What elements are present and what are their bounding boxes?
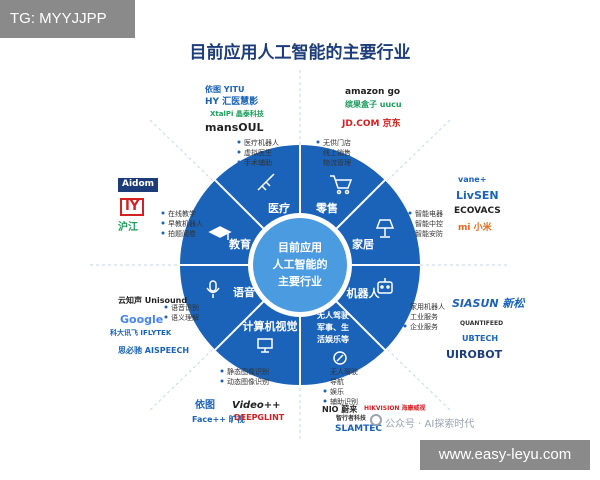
item-medical-3: 手术辅助 bbox=[244, 158, 272, 167]
items-education: 在线教学 早教机器人 拍题阅卷 bbox=[161, 209, 203, 238]
brand-faceplus: Face++ 旷视 bbox=[192, 415, 245, 424]
items-robot: 家用机器人 工业服务 企业服务 bbox=[403, 302, 445, 331]
segment-separators bbox=[180, 145, 420, 385]
brand-siasun: SIASUN 新松 bbox=[452, 297, 525, 310]
item-retail-1: 无供门店 bbox=[323, 138, 351, 147]
center-text-line-3: 主要行业 bbox=[278, 274, 322, 288]
center-text-line-2: 人工智能的 bbox=[273, 257, 328, 271]
brand-videoplus: Video++ bbox=[232, 400, 281, 411]
brand-iy: IY bbox=[120, 198, 145, 217]
brand-ecovacs: ECOVACS bbox=[454, 206, 501, 216]
item-autonomous-3: 娱乐 bbox=[330, 387, 344, 396]
item-retail-2: 线上销售 bbox=[323, 148, 351, 157]
item-education-3: 拍题阅卷 bbox=[168, 229, 196, 238]
brand-deepglint: DEEPGLINT bbox=[234, 413, 285, 422]
brand-idriverplus: 智行者科技 bbox=[336, 415, 367, 422]
brand-google: Google bbox=[120, 313, 164, 326]
item-home-3: 智能安防 bbox=[415, 229, 443, 238]
item-medical-2: 虚拟医生 bbox=[244, 148, 272, 157]
item-robot-3: 企业服务 bbox=[410, 322, 438, 331]
site-url-tag: www.easy-leyu.com bbox=[420, 440, 590, 470]
item-robot-2: 工业服务 bbox=[410, 312, 438, 321]
shopping-cart-icon bbox=[330, 175, 353, 195]
item-vision-1: 静态图像识别 bbox=[227, 367, 269, 376]
syringe-icon bbox=[257, 173, 275, 191]
item-home-2: 智能中控 bbox=[415, 219, 443, 228]
brand-xtalpi: XtalPi 晶泰科技 bbox=[210, 110, 264, 118]
item-autonomous-2: 导航 bbox=[330, 377, 344, 386]
item-autonomous-4: 辅助识别 bbox=[330, 397, 358, 406]
segment-separator bbox=[336, 179, 386, 229]
item-voice-1: 语音识别 bbox=[171, 303, 199, 312]
items-medical: 医疗机器人 虚拟医生 手术辅助 bbox=[237, 138, 279, 167]
center-text-line-1: 目前应用 bbox=[278, 240, 322, 254]
robot-icon bbox=[377, 278, 393, 294]
brand-nio: NIO 蔚来 bbox=[322, 405, 358, 414]
segment-separator bbox=[214, 301, 264, 351]
brand-aidom: Aidom bbox=[118, 178, 159, 192]
item-autonomous-1: 无人驾驶 bbox=[330, 367, 358, 376]
sector-label-robot: 机器人 bbox=[347, 286, 381, 300]
item-medical-1: 医疗机器人 bbox=[244, 138, 279, 147]
page-title: 目前应用人工智能的主要行业 bbox=[189, 43, 411, 63]
items-vision: 静态图像识别 动态图像识别 bbox=[220, 367, 269, 386]
segment-separator bbox=[214, 179, 264, 229]
items-autonomous: 无人驾驶 导航 娱乐 辅助识别 bbox=[323, 367, 358, 406]
brand-amazon-go: amazon go bbox=[345, 87, 401, 97]
brand-livsen: LivSEN bbox=[456, 189, 499, 202]
sector-label-home: 家居 bbox=[352, 237, 374, 251]
sector-label-autonomous-line-3: 活娱乐等 bbox=[317, 334, 349, 344]
items-home: 智能电器 智能中控 智能安防 bbox=[408, 209, 443, 238]
graduation-cap-icon bbox=[208, 226, 232, 240]
item-education-1: 在线教学 bbox=[168, 209, 196, 218]
items-voice: 语音识别 语义理解 bbox=[164, 303, 199, 322]
brand-ubtech: UBTECH bbox=[462, 334, 499, 343]
sector-label-voice: 语音 bbox=[233, 285, 255, 299]
brand-jd: JD.COM 京东 bbox=[342, 119, 401, 129]
item-voice-2: 语义理解 bbox=[171, 313, 199, 322]
microphone-icon bbox=[206, 280, 220, 298]
brand-unisound: 云知声 Unisound bbox=[118, 296, 188, 305]
brand-aispeech: 思必驰 AISPEECH bbox=[118, 346, 190, 355]
sector-label-autonomous-line-2: 军事、生 bbox=[317, 322, 349, 332]
sector-label-autonomous-line-1: 无人驾驶 bbox=[316, 310, 350, 320]
source-tag: TG: MYYJJPP bbox=[0, 0, 135, 38]
brand-xiaomi: mi 小米 bbox=[458, 223, 492, 233]
brand-quantifeed: QUANTIFEED bbox=[460, 320, 504, 327]
wechat-icon bbox=[370, 414, 382, 426]
center-circle bbox=[253, 218, 347, 312]
sector-label-retail: 零售 bbox=[315, 201, 338, 215]
items-retail: 无供门店 线上销售 物流管理 bbox=[316, 138, 351, 167]
item-retail-3: 物流管理 bbox=[323, 158, 351, 167]
item-home-1: 智能电器 bbox=[415, 209, 443, 218]
sector-label-education: 教育 bbox=[228, 237, 251, 251]
brand-vane: vane+ bbox=[458, 175, 487, 184]
item-vision-2: 动态图像识别 bbox=[227, 377, 269, 386]
brand-yitu: 依图 YITU bbox=[205, 85, 245, 94]
sector-label-vision: 计算机视觉 bbox=[243, 319, 298, 333]
brand-uirobot: UIROBOT bbox=[446, 348, 503, 361]
watermark: 公众号 · AI探索时代 bbox=[385, 419, 475, 430]
item-education-2: 早教机器人 bbox=[168, 219, 203, 228]
brand-slamtec: SLAMTEC bbox=[335, 424, 383, 434]
brand-bingobox: 缤果盒子 uucu bbox=[345, 100, 402, 109]
brand-hujiang: 沪江 bbox=[118, 222, 138, 233]
brand-hy: HY 汇医慧影 bbox=[205, 97, 259, 107]
item-robot-1: 家用机器人 bbox=[410, 302, 445, 311]
brand-vision-1: 依图 bbox=[195, 400, 215, 411]
segment-separator bbox=[336, 301, 386, 351]
brand-hikvision: HIKVISION 海康威视 bbox=[364, 405, 426, 412]
lamp-icon bbox=[375, 219, 395, 238]
brand-mansoul: mansOUL bbox=[205, 121, 264, 134]
brand-iflytek: 科大讯飞 IFLYTEK bbox=[110, 329, 172, 337]
monitor-icon bbox=[257, 338, 273, 353]
sector-label-medical: 医疗 bbox=[268, 201, 290, 215]
compass-icon bbox=[333, 351, 347, 365]
